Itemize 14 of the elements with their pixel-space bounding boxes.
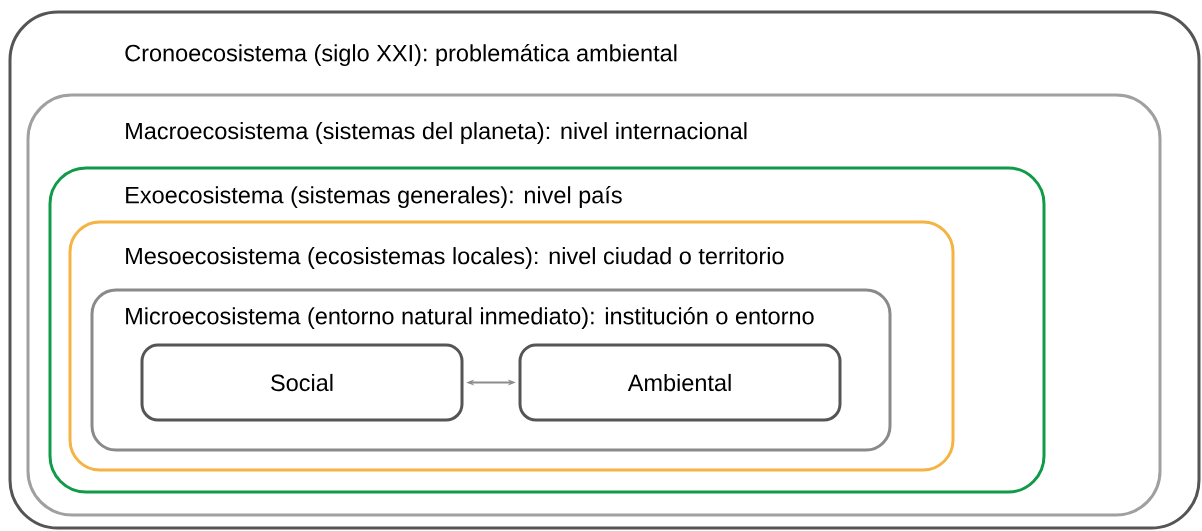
- title-text: Cronoecosistema (siglo XXI): problemática ambiental: [125, 43, 677, 67]
- title-text: Macroecosistema (sistemas del planeta): nivel internacional: [126, 122, 747, 144]
- title-text: Microecosistema (entorno natural inmediato): institución o entorno: [126, 306, 814, 330]
- title-text: Mesoecosistema (ecosistemas locales): nivel ciudad o territorio: [126, 247, 784, 269]
- title-text: Exoecosistema (sistemas generales): nivel país: [126, 185, 622, 209]
- process-box: [518, 343, 842, 422]
- ecosystem-box: [68, 220, 955, 472]
- process-box: [140, 343, 464, 422]
- title-text: Social: [271, 373, 333, 392]
- ecosystem-box: [48, 166, 1046, 494]
- title-text: Ambiental: [627, 373, 731, 392]
- ecosystem-box: [90, 288, 892, 452]
- ecosystem-box: [26, 93, 1162, 517]
- ecosystem-box: [8, 10, 1201, 530]
